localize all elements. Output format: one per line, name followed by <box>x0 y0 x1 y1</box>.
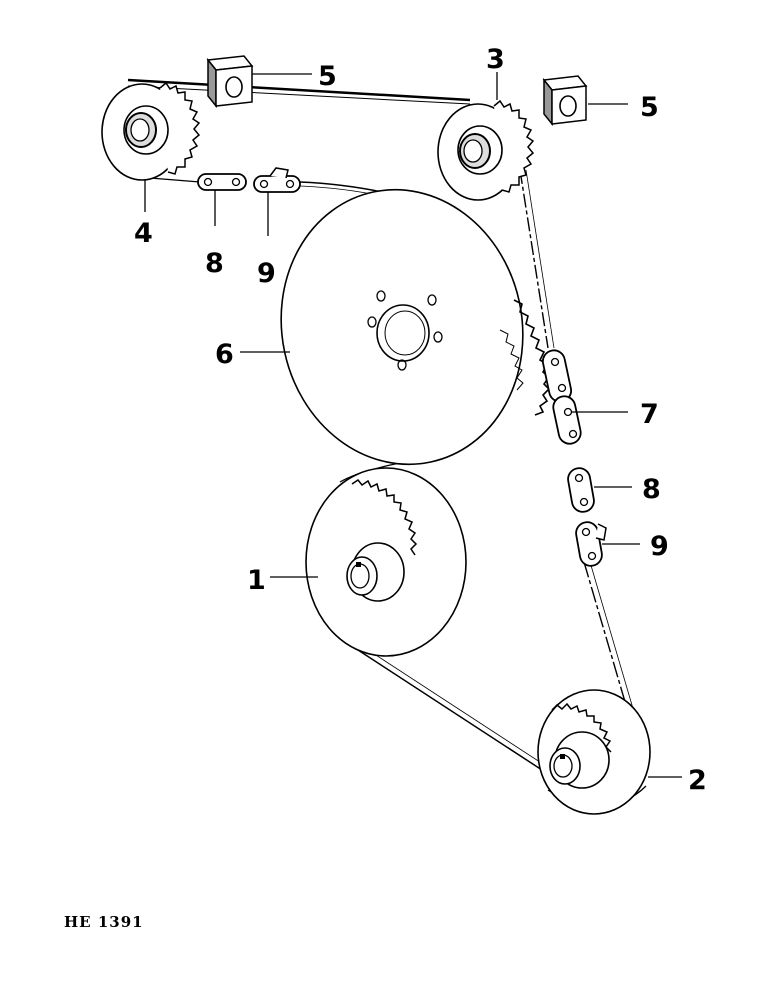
chain-section-7 <box>541 349 582 445</box>
callout-6: 6 <box>215 339 234 370</box>
figure-id: HE 1391 <box>64 913 144 931</box>
offset-link-lower <box>575 521 607 567</box>
callout-2: 2 <box>688 765 707 796</box>
sprocket-4-idler <box>101 81 201 181</box>
callout-1: 1 <box>247 565 266 596</box>
sprocket-1 <box>305 467 467 657</box>
callout-7: 7 <box>640 399 659 430</box>
sprocket-3-idler <box>437 99 535 201</box>
spacer-block-left <box>206 55 254 109</box>
callout-5-left: 5 <box>318 61 337 92</box>
sprocket-6-large <box>280 188 551 466</box>
callout-8-upper: 8 <box>205 248 224 279</box>
connecting-link-upper <box>197 173 247 191</box>
callout-4: 4 <box>134 218 153 249</box>
callout-8-lower: 8 <box>642 474 661 505</box>
offset-link-upper <box>253 167 301 193</box>
sprocket-2 <box>537 689 651 815</box>
callout-9-upper: 9 <box>257 258 276 289</box>
spacer-block-right <box>542 75 588 127</box>
connecting-link-lower <box>567 467 595 513</box>
callout-9-lower: 9 <box>650 531 669 562</box>
callout-3: 3 <box>486 44 505 75</box>
callout-5-right: 5 <box>640 92 659 123</box>
leader-lines <box>144 72 682 778</box>
